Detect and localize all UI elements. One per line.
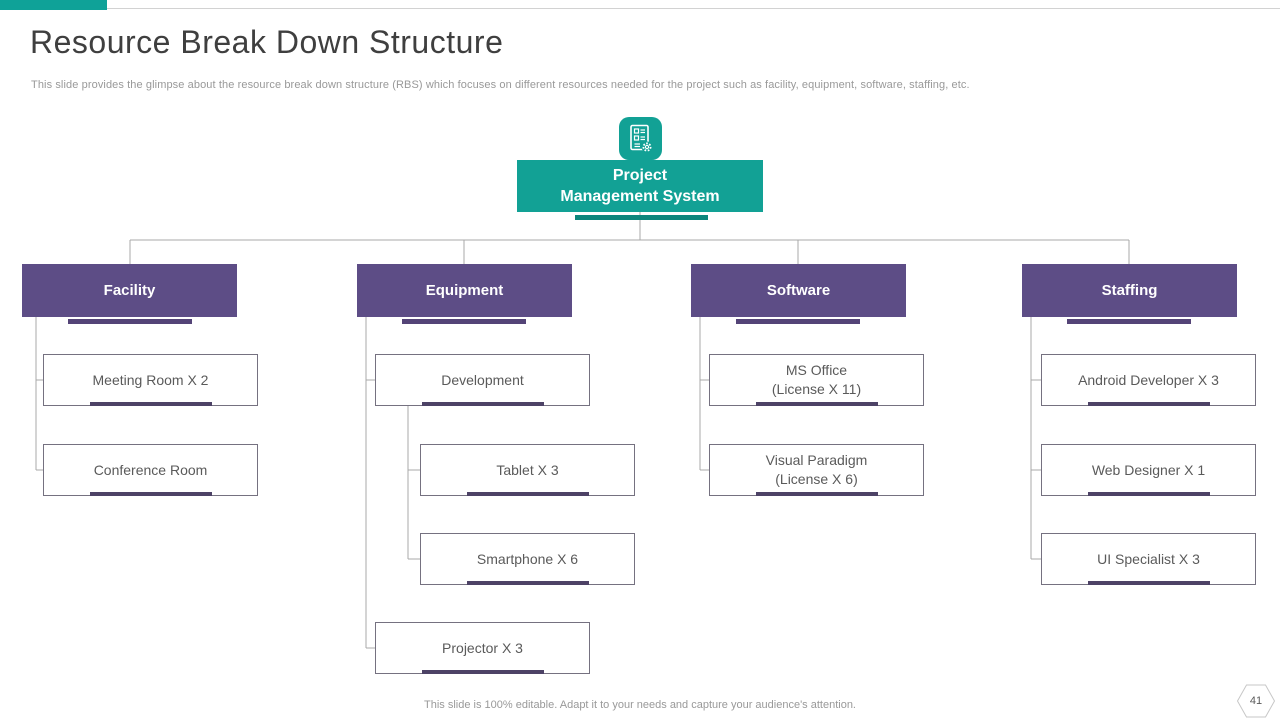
node-smartphone[interactable]: Smartphone X 6 xyxy=(420,533,635,585)
top-divider-line xyxy=(107,8,1280,9)
node-label-line1: Smartphone X 6 xyxy=(476,550,579,567)
underline-accent xyxy=(1067,319,1191,324)
node-label-line1: Projector X 3 xyxy=(442,639,523,656)
page-number-badge: 41 xyxy=(1236,683,1276,719)
underline-accent xyxy=(466,581,589,585)
underline-accent xyxy=(575,215,708,220)
underline-accent xyxy=(421,670,544,674)
document-gear-icon xyxy=(619,117,662,160)
node-label-line1: Conference Room xyxy=(93,461,208,478)
node-label-line1: Visual Paradigm xyxy=(765,452,868,468)
node-tablet[interactable]: Tablet X 3 xyxy=(420,444,635,496)
node-label-line2: (License X 11) xyxy=(771,381,862,397)
page-number: 41 xyxy=(1249,695,1263,707)
underline-accent xyxy=(1087,581,1210,585)
node-label-line1: Meeting Room X 2 xyxy=(92,371,209,388)
underline-accent xyxy=(755,402,878,406)
underline-accent xyxy=(89,492,212,496)
node-project-management-system[interactable]: Project Management System xyxy=(517,160,763,212)
node-visual-paradigm[interactable]: Visual Paradigm (License X 6) xyxy=(709,444,924,496)
node-development[interactable]: Development xyxy=(375,354,590,406)
slide-subtitle: This slide provides the glimpse about th… xyxy=(31,79,970,91)
node-label-line1: MS Office xyxy=(785,362,848,378)
node-web-designer[interactable]: Web Designer X 1 xyxy=(1041,444,1256,496)
node-ui-specialist[interactable]: UI Specialist X 3 xyxy=(1041,533,1256,585)
underline-accent xyxy=(466,492,589,496)
underline-accent xyxy=(755,492,878,496)
underline-accent xyxy=(736,319,860,324)
node-android-developer[interactable]: Android Developer X 3 xyxy=(1041,354,1256,406)
underline-accent xyxy=(1087,492,1210,496)
top-accent-bar xyxy=(0,0,107,10)
underline-accent xyxy=(402,319,526,324)
node-staffing[interactable]: Staffing xyxy=(1022,264,1237,317)
node-label-line1: Project xyxy=(612,167,668,184)
node-label-line1: Web Designer X 1 xyxy=(1091,461,1206,478)
node-ms-office[interactable]: MS Office (License X 11) xyxy=(709,354,924,406)
footer-note: This slide is 100% editable. Adapt it to… xyxy=(424,699,856,711)
node-software[interactable]: Software xyxy=(691,264,906,317)
hexagon-icon xyxy=(1236,684,1276,718)
node-label-line2: (License X 6) xyxy=(775,471,858,487)
node-label-line2: Management System xyxy=(560,188,720,205)
node-label-line1: Tablet X 3 xyxy=(496,461,559,478)
node-label-line1: Development xyxy=(441,371,524,388)
node-label-line1: UI Specialist X 3 xyxy=(1097,550,1200,567)
underline-accent xyxy=(89,402,212,406)
node-label-line1: Android Developer X 3 xyxy=(1078,371,1219,388)
node-projector[interactable]: Projector X 3 xyxy=(375,622,590,674)
slide-title: Resource Break Down Structure xyxy=(30,24,504,60)
node-facility[interactable]: Facility xyxy=(22,264,237,317)
node-conference-room[interactable]: Conference Room xyxy=(43,444,258,496)
node-meeting-room[interactable]: Meeting Room X 2 xyxy=(43,354,258,406)
underline-accent xyxy=(1087,402,1210,406)
underline-accent xyxy=(421,402,544,406)
node-equipment[interactable]: Equipment xyxy=(357,264,572,317)
underline-accent xyxy=(68,319,192,324)
